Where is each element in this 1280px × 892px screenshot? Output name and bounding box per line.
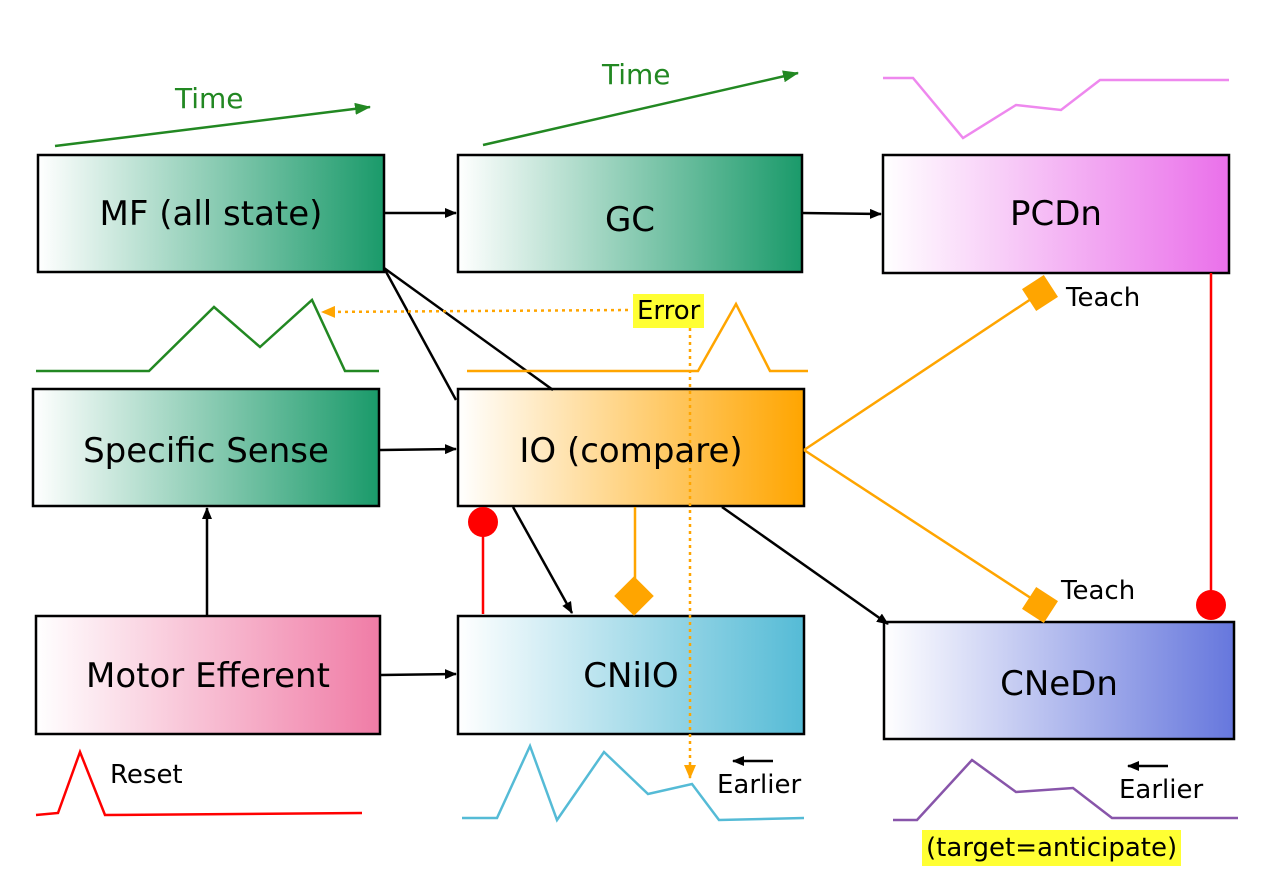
line-mf-to-io-a bbox=[382, 267, 458, 401]
io-box: IO (compare) bbox=[458, 389, 804, 512]
cniio-box-fill bbox=[456, 614, 806, 736]
motor-efferent-box: Motor Efferent bbox=[36, 616, 380, 736]
target-anticipate-label: (target=anticipate) bbox=[922, 830, 1182, 866]
teach-synapse-top bbox=[1022, 275, 1058, 311]
cnedn-box-fill bbox=[882, 620, 1236, 741]
io-box-fill bbox=[456, 387, 806, 508]
motor-efferent-box-fill bbox=[34, 614, 382, 736]
cniio-teach-synapse bbox=[614, 576, 654, 616]
specific-sense-box-fill bbox=[31, 387, 381, 508]
reset-waveform bbox=[35, 748, 363, 817]
gc-box: GC bbox=[458, 155, 802, 285]
gc-box-label: GC bbox=[604, 200, 656, 240]
time-arrow-1 bbox=[54, 102, 371, 148]
mf-waveform bbox=[36, 297, 379, 373]
time-arrow-2 bbox=[482, 70, 799, 147]
cnedn-inhibit-dot bbox=[1196, 590, 1226, 620]
pcdn-box-fill bbox=[881, 153, 1231, 275]
mf-box: MF (all state) bbox=[38, 155, 384, 272]
time-label-2: Time bbox=[602, 58, 671, 91]
io-inhibit-dot bbox=[468, 507, 498, 537]
specific-sense-box: Specific Sense bbox=[33, 389, 379, 512]
cniio-box-label: CNiIO bbox=[583, 656, 679, 696]
line-mf-to-io-b bbox=[383, 266, 554, 392]
mf-box-fill bbox=[36, 153, 386, 274]
cniio-box: CNiIO bbox=[458, 616, 804, 736]
teach-label-top: Teach bbox=[1066, 283, 1141, 313]
pcdn-box: PCDn bbox=[883, 155, 1229, 273]
teach-label-bottom: Teach bbox=[1061, 576, 1136, 606]
cnedn-box: CNeDn bbox=[884, 622, 1234, 746]
arrow-io-to-cniio bbox=[511, 506, 574, 614]
arrow-motor-to-cniio bbox=[379, 669, 457, 680]
specific-sense-box-label: Specific Sense bbox=[83, 430, 329, 471]
arrow-io-to-cnedn bbox=[721, 505, 889, 626]
teach-line-bottom bbox=[803, 448, 1041, 606]
time-label-1: Time bbox=[175, 82, 244, 115]
reset-label: Reset bbox=[110, 760, 183, 790]
cnedn-box-label: CNeDn bbox=[1000, 664, 1118, 704]
pcdn-waveform bbox=[883, 76, 1229, 140]
gc-box-fill bbox=[456, 153, 804, 274]
error-label: Error bbox=[633, 294, 705, 328]
arrow-sense-to-io bbox=[378, 444, 457, 455]
io-error-waveform bbox=[467, 301, 808, 373]
earlier-label-2: Earlier bbox=[1119, 775, 1204, 805]
mf-box-label: MF (all state) bbox=[99, 193, 323, 234]
error-dotted-arrow-to-mf bbox=[321, 305, 629, 318]
motor-efferent-box-label: Motor Efferent bbox=[86, 656, 330, 696]
cnedn-waveform bbox=[893, 758, 1238, 822]
pcdn-box-label: PCDn bbox=[1010, 194, 1102, 234]
earlier-label-1: Earlier bbox=[717, 770, 802, 800]
arrow-gc-to-pcdn bbox=[801, 208, 882, 219]
teach-synapse-bottom bbox=[1022, 587, 1058, 623]
cniio-waveform bbox=[462, 742, 805, 823]
teach-line-top bbox=[803, 291, 1041, 452]
io-box-label: IO (compare) bbox=[519, 430, 743, 471]
